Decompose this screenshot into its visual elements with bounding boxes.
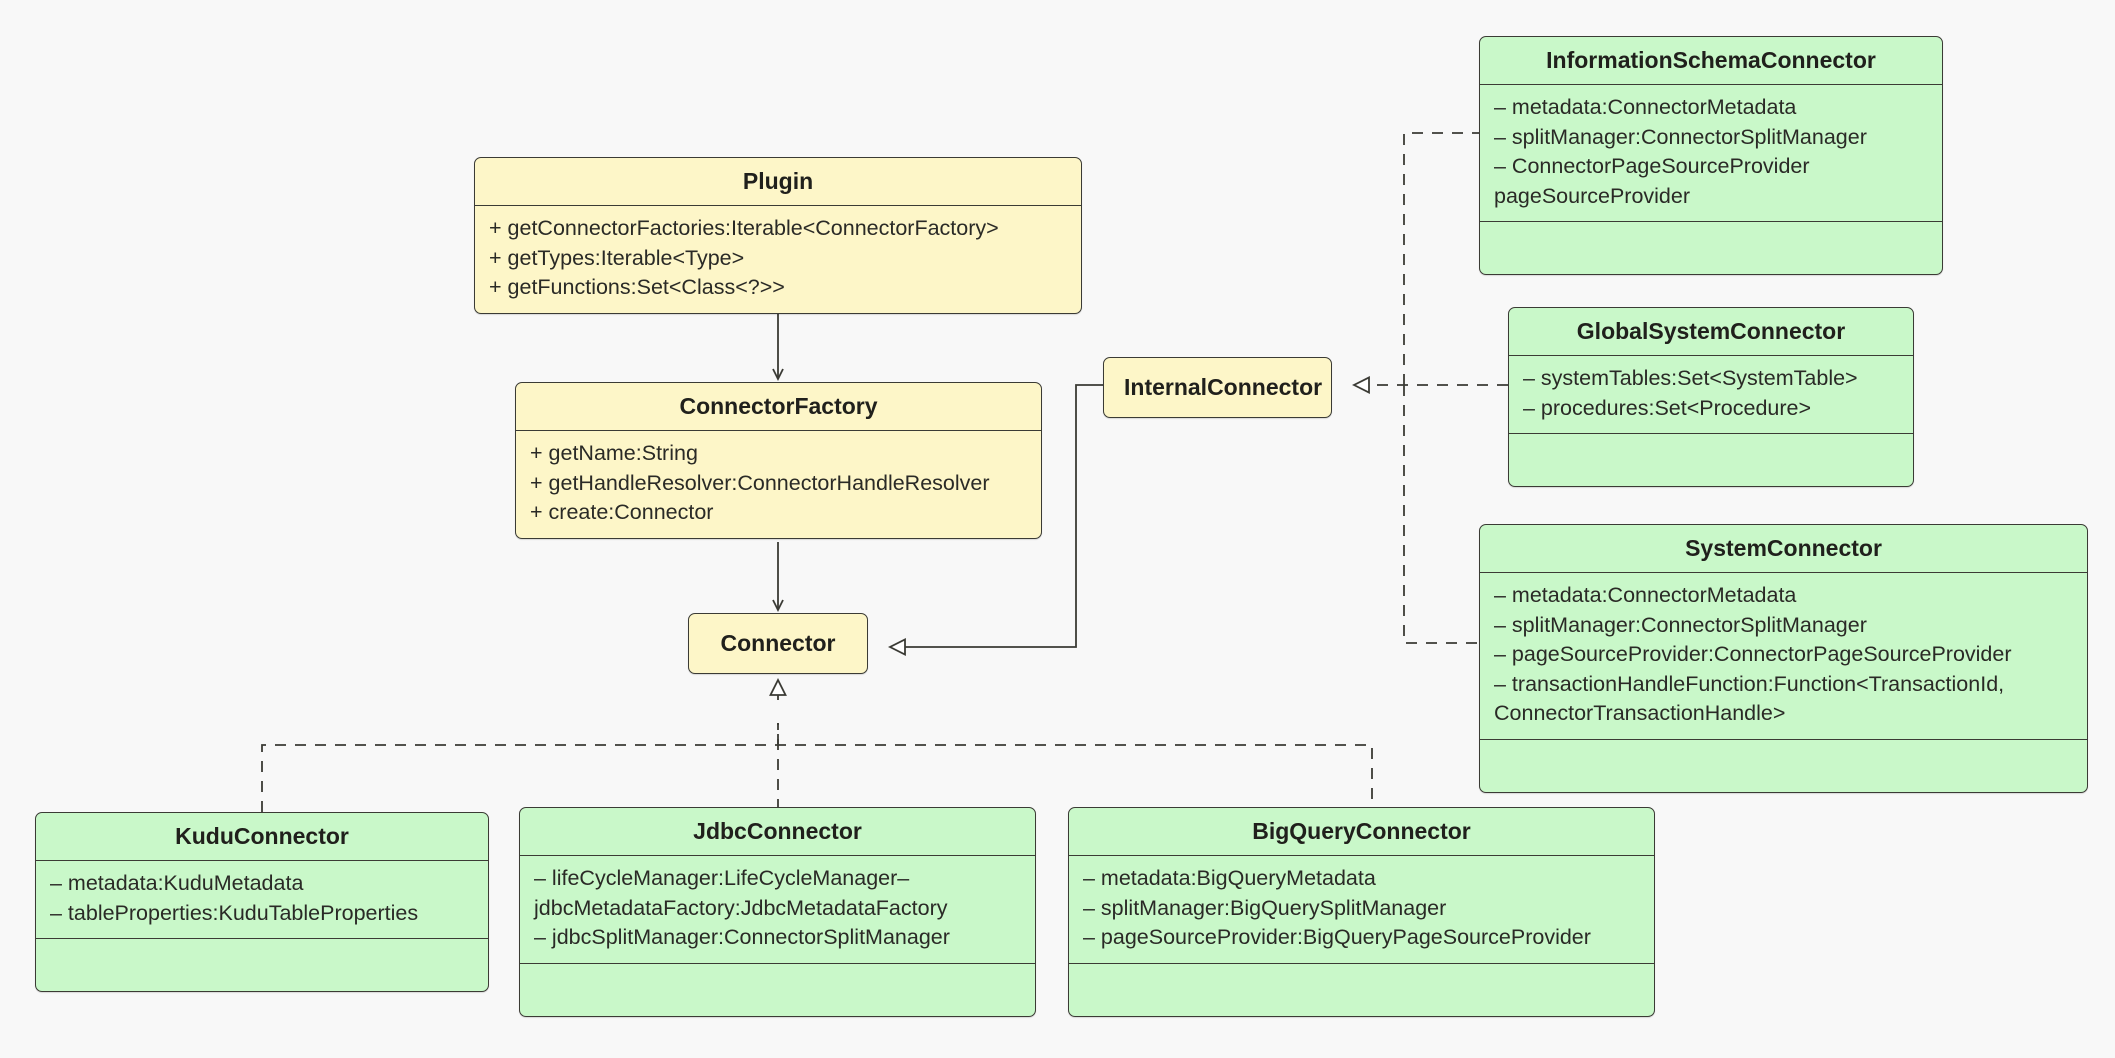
class-box-connectorfactory[interactable]: ConnectorFactory + getName:String + getH…	[515, 382, 1042, 539]
member-row: – pageSourceProvider:ConnectorPageSource…	[1494, 642, 2012, 667]
class-title-globalsystemconnector: GlobalSystemConnector	[1576, 318, 1846, 344]
class-members-jdbcconnector: – lifeCycleManager:LifeCycleManager– jdb…	[520, 856, 1035, 962]
class-box-bigqueryconnector[interactable]: BigQueryConnector – metadata:BigQueryMet…	[1068, 807, 1655, 1017]
class-divider	[1480, 221, 1942, 223]
member-row: + getConnectorFactories:Iterable<Connect…	[489, 216, 999, 241]
class-members-systemconnector: – metadata:ConnectorMetadata – splitMana…	[1480, 573, 2087, 738]
class-divider	[1069, 855, 1654, 857]
class-title-connector: Connector	[720, 630, 836, 656]
member-row: + getTypes:Iterable<Type>	[489, 245, 745, 270]
class-members-connectorfactory: + getName:String + getHandleResolver:Con…	[516, 431, 1041, 537]
member-row: – transactionHandleFunction:Function<Tra…	[1494, 671, 2011, 726]
class-box-connector[interactable]: Connector	[688, 613, 868, 675]
class-box-systemconnector[interactable]: SystemConnector – metadata:ConnectorMeta…	[1479, 524, 2088, 793]
member-row: – splitManager:ConnectorSplitManager	[1494, 124, 1867, 149]
class-box-kuduconnector[interactable]: KuduConnector – metadata:KuduMetadata – …	[35, 812, 489, 993]
class-box-jdbcconnector[interactable]: JdbcConnector – lifeCycleManager:LifeCyc…	[519, 807, 1036, 1017]
class-methods-bigqueryconnector	[1069, 964, 1654, 1016]
class-methods-globalsystemconnector	[1509, 434, 1913, 486]
class-divider	[516, 430, 1041, 432]
class-methods-kuduconnector	[36, 939, 488, 991]
class-divider	[36, 938, 488, 940]
edge-realizations-to-connector	[261, 677, 1373, 812]
member-row: – metadata:ConnectorMetadata	[1494, 583, 1797, 608]
member-row: – procedures:Set<Procedure>	[1523, 395, 1812, 420]
class-title-plugin: Plugin	[742, 168, 814, 194]
class-box-plugin[interactable]: Plugin + getConnectorFactories:Iterable<…	[474, 157, 1082, 314]
class-divider	[1509, 433, 1913, 435]
member-row: – systemTables:Set<SystemTable>	[1523, 366, 1858, 391]
class-members-kuduconnector: – metadata:KuduMetadata – tablePropertie…	[36, 861, 488, 938]
class-box-globalsystemconnector[interactable]: GlobalSystemConnector – systemTables:Set…	[1508, 307, 1914, 488]
member-row: – jdbcSplitManager:ConnectorSplitManager	[534, 925, 950, 950]
class-divider	[1069, 962, 1654, 964]
member-row: – metadata:KuduMetadata	[50, 871, 304, 896]
member-row: – pageSourceProvider:BigQueryPageSourceP…	[1083, 925, 1591, 950]
class-divider	[1509, 355, 1913, 357]
class-members-informationschemaconnector: – metadata:ConnectorMetadata – splitMana…	[1480, 85, 1942, 221]
class-members-bigqueryconnector: – metadata:BigQueryMetadata – splitManag…	[1069, 856, 1654, 962]
class-divider	[1480, 84, 1942, 86]
class-title-systemconnector: SystemConnector	[1685, 535, 1882, 561]
member-row: – splitManager:ConnectorSplitManager	[1494, 612, 1867, 637]
class-box-informationschemaconnector[interactable]: InformationSchemaConnector – metadata:Co…	[1479, 36, 1943, 276]
class-title-internalconnector: InternalConnector	[1124, 374, 1323, 400]
class-divider	[1480, 572, 2087, 574]
member-row: + getName:String	[530, 441, 698, 466]
member-row: + create:Connector	[530, 500, 714, 525]
class-divider	[475, 205, 1081, 207]
class-title-connectorfactory: ConnectorFactory	[679, 393, 878, 419]
class-divider	[520, 962, 1035, 964]
class-divider	[36, 860, 488, 862]
class-methods-systemconnector	[1480, 740, 2087, 792]
class-members-plugin: + getConnectorFactories:Iterable<Connect…	[475, 206, 1081, 312]
member-row: – ConnectorPageSourceProvider pageSource…	[1494, 154, 1816, 208]
member-row: – tableProperties:KuduTableProperties	[50, 900, 419, 925]
class-divider	[1480, 738, 2087, 740]
class-title-bigqueryconnector: BigQueryConnector	[1252, 818, 1471, 844]
class-title-informationschemaconnector: InformationSchemaConnector	[1546, 47, 1876, 73]
class-title-jdbcconnector: JdbcConnector	[693, 818, 862, 844]
class-box-internalconnector[interactable]: InternalConnector	[1103, 357, 1332, 419]
class-members-globalsystemconnector: – systemTables:Set<SystemTable> – proced…	[1509, 356, 1913, 433]
member-row: + getFunctions:Set<Class<?>>	[489, 275, 785, 300]
member-row: – lifeCycleManager:LifeCycleManager– jdb…	[534, 866, 948, 920]
member-row: – metadata:BigQueryMetadata	[1083, 866, 1376, 891]
member-row: + getHandleResolver:ConnectorHandleResol…	[530, 470, 990, 495]
member-row: – metadata:ConnectorMetadata	[1494, 95, 1797, 120]
member-row: – splitManager:BigQuerySplitManager	[1083, 895, 1447, 920]
class-methods-jdbcconnector	[520, 964, 1035, 1016]
class-methods-informationschemaconnector	[1480, 222, 1942, 274]
class-divider	[520, 855, 1035, 857]
class-title-kuduconnector: KuduConnector	[175, 823, 349, 849]
